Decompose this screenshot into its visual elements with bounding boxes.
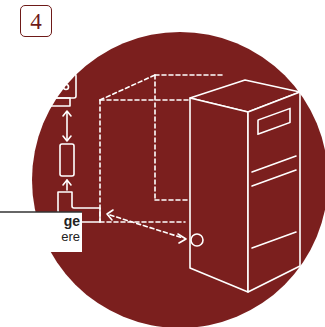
panel-rule	[0, 211, 82, 212]
callout-number: 4	[30, 10, 42, 33]
callout-box: 4	[20, 5, 52, 37]
pipe-sleeve	[60, 144, 74, 176]
caption-fragment: ere	[61, 230, 80, 244]
text-panel	[0, 212, 82, 252]
boiler-unit	[190, 80, 300, 292]
connector-block	[30, 56, 76, 106]
caption-fragment: ge	[64, 214, 80, 229]
